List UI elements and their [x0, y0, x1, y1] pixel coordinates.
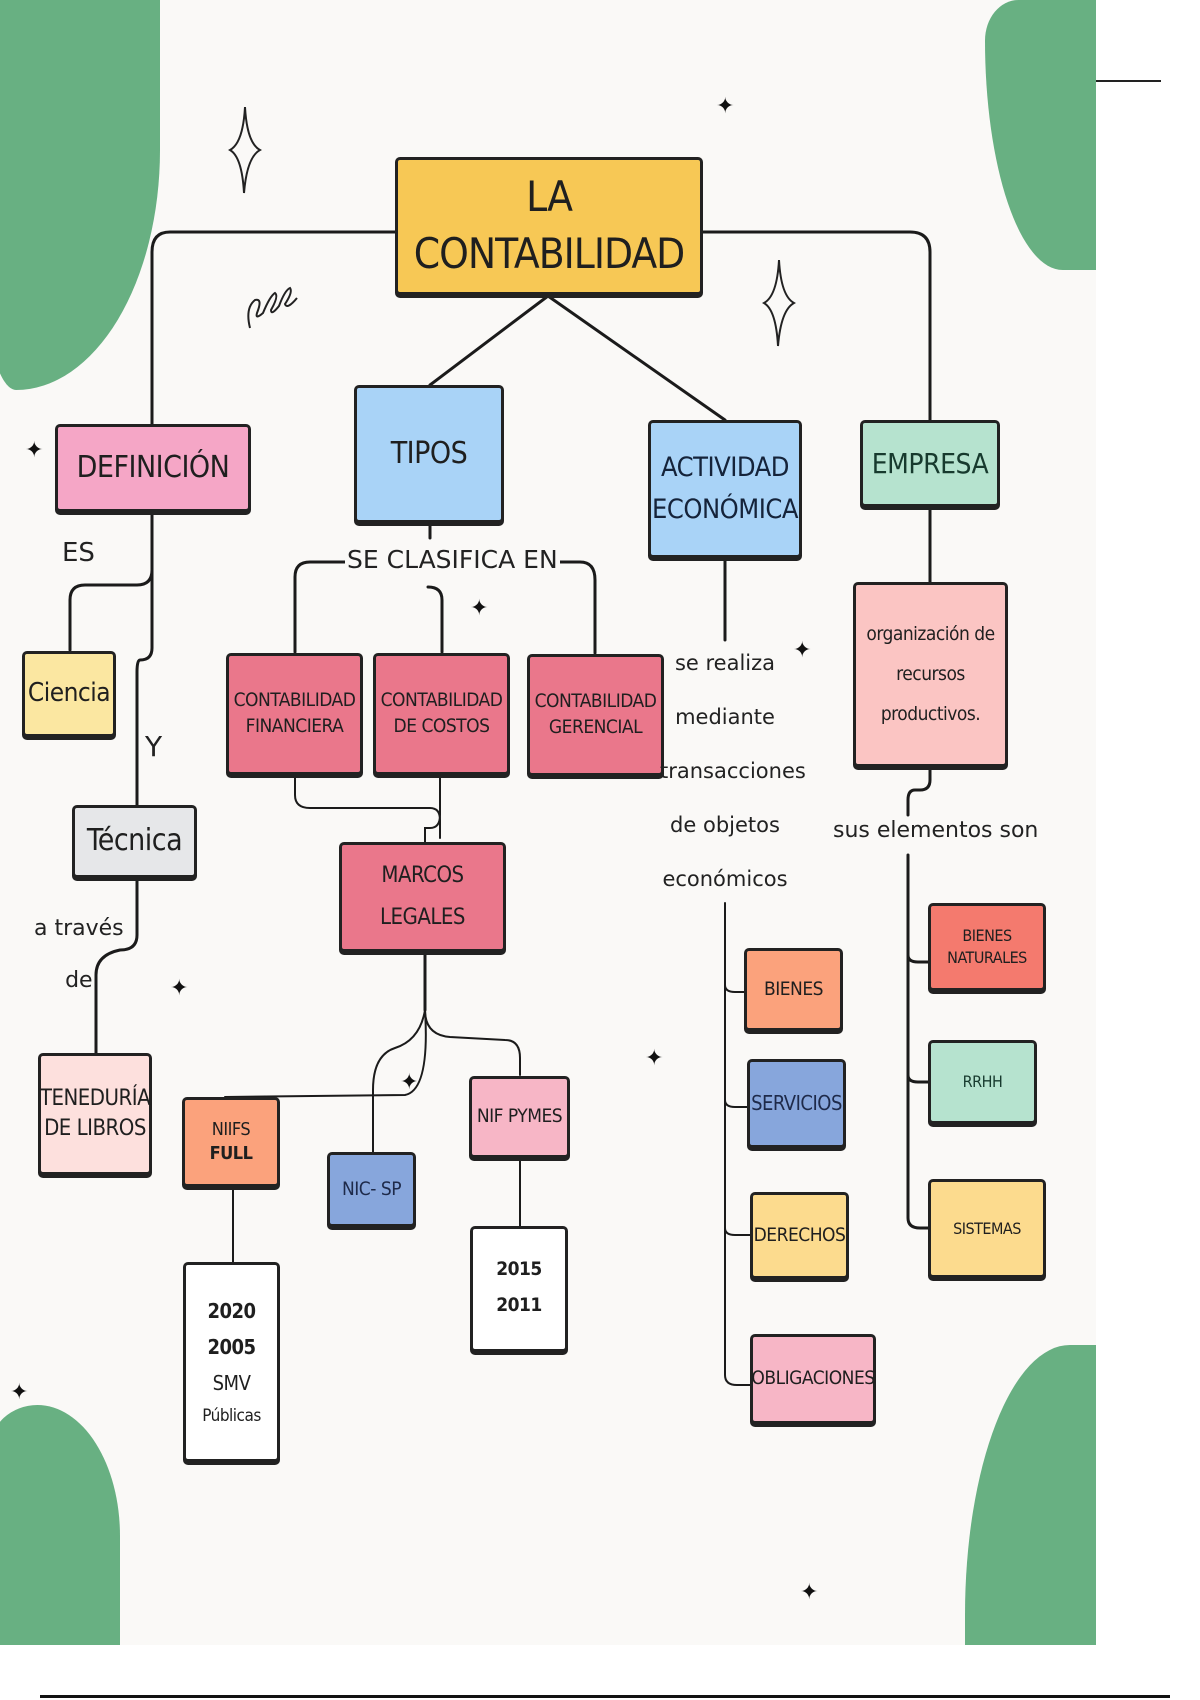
connector-y-label: Y	[145, 730, 163, 763]
niifs-year-2020: 2020	[207, 1298, 256, 1323]
tipos-node: TIPOS	[354, 385, 504, 523]
title-text: LA CONTABILIDAD	[413, 172, 686, 278]
nif-pymes-label: NIF PYMES	[476, 1105, 563, 1128]
obligaciones-node: OBLIGACIONES	[750, 1334, 876, 1424]
star-icon: ✦	[470, 596, 489, 621]
tipo-line-1: CONTABILIDAD	[534, 690, 657, 713]
rrhh-label: RRHH	[962, 1072, 1003, 1092]
connector-lines	[68, 230, 932, 1386]
derechos-node: DERECHOS	[750, 1192, 849, 1279]
footer-rule	[40, 1695, 1170, 1698]
connector-line: transacciones	[660, 759, 806, 783]
teneduria-node: TENEDURÍA DE LIBROS	[38, 1053, 152, 1175]
contabilidad-costos-node: CONTABILIDAD DE COSTOS	[373, 653, 510, 775]
nif-pymes-detail-node: 2015 2011	[470, 1226, 568, 1352]
sparkle-icon	[228, 106, 262, 194]
niifs-publicas: Públicas	[202, 1405, 261, 1426]
derechos-label: DERECHOS	[753, 1223, 846, 1246]
bienes-naturales-line-1: BIENES	[962, 926, 1012, 946]
nif-pymes-node: NIF PYMES	[469, 1076, 570, 1158]
bienes-naturales-node: BIENES NATURALES	[928, 903, 1046, 991]
tipo-line-1: CONTABILIDAD	[233, 689, 356, 712]
sistemas-label: SISTEMAS	[953, 1218, 1021, 1238]
marcos-line-1: MARCOS	[381, 863, 464, 889]
tipo-line-2: GERENCIAL	[548, 716, 643, 738]
connector-es-label: ES	[62, 538, 95, 568]
star-icon: ✦	[10, 1380, 29, 1405]
bienes-naturales-line-2: NATURALES	[947, 948, 1027, 967]
servicios-label: SERVICIOS	[751, 1091, 842, 1115]
nif-pymes-year-2011: 2011	[496, 1294, 542, 1317]
title-node: LA CONTABILIDAD	[395, 157, 703, 295]
bienes-node: BIENES	[744, 948, 843, 1031]
niifs-smv: SMV	[212, 1370, 251, 1395]
definition-line: recursos	[896, 663, 965, 686]
ciencia-label: Ciencia	[27, 678, 111, 709]
definition-line: organización de	[866, 622, 995, 645]
se-clasifica-en-label: SE CLASIFICA EN	[345, 545, 560, 574]
actividad-line-1: ACTIVIDAD	[661, 452, 789, 484]
connector-line: de objetos	[670, 813, 780, 837]
nic-sp-node: NIC- SP	[327, 1152, 416, 1227]
squiggle-icon	[247, 286, 298, 329]
star-icon: ✦	[800, 1580, 819, 1605]
niifs-line-2: FULL	[209, 1143, 253, 1164]
tipo-line-2: DE COSTOS	[393, 715, 490, 737]
connector-line: económicos	[662, 867, 788, 891]
tecnica-label: Técnica	[86, 823, 183, 859]
definicion-label: DEFINICIÓN	[76, 449, 230, 485]
teneduria-line-1: TENEDURÍA	[39, 1086, 151, 1112]
connector-a-traves-label: a través de	[34, 903, 124, 1007]
bienes-label: BIENES	[763, 977, 824, 1000]
actividad-connector-label: se realiza mediante transacciones de obj…	[660, 636, 806, 906]
sparkle-icon	[762, 259, 796, 347]
concept-map-canvas: ✦ ✦ ✦ ✦ ✦ ✦ ✦ ✦ ✦ LA CONTABILIDAD DEFINI…	[0, 0, 1096, 1645]
empresa-label: EMPRESA	[871, 446, 989, 480]
empresa-definition-node: organización de recursos productivos.	[853, 582, 1008, 767]
star-icon: ✦	[793, 638, 812, 663]
tipo-line-1: CONTABILIDAD	[380, 689, 503, 712]
actividad-line-2: ECONÓMICA	[652, 494, 798, 525]
empresa-node: EMPRESA	[860, 420, 1000, 507]
tipos-label: TIPOS	[390, 435, 468, 471]
teneduria-line-2: DE LIBROS	[44, 1116, 146, 1141]
niifs-line-1: NIIFS	[211, 1118, 251, 1140]
definition-line: productivos.	[880, 702, 981, 725]
definicion-node: DEFINICIÓN	[55, 424, 251, 512]
marcos-legales-node: MARCOS LEGALES	[339, 842, 506, 952]
marcos-line-2: LEGALES	[380, 905, 466, 930]
tipo-line-2: FINANCIERA	[245, 715, 344, 737]
actividad-economica-node: ACTIVIDAD ECONÓMICA	[648, 420, 802, 558]
star-icon: ✦	[170, 976, 189, 1001]
connector-de-line: de	[65, 968, 93, 993]
contabilidad-financiera-node: CONTABILIDAD FINANCIERA	[226, 653, 363, 775]
connector-line: mediante	[675, 705, 775, 729]
sistemas-node: SISTEMAS	[928, 1179, 1046, 1278]
connector-line: se realiza	[674, 651, 776, 675]
ciencia-node: Ciencia	[22, 651, 116, 737]
servicios-node: SERVICIOS	[747, 1059, 846, 1148]
obligaciones-label: OBLIGACIONES	[751, 1367, 875, 1390]
niifs-detail-node: 2020 2005 SMV Públicas	[183, 1262, 280, 1462]
star-icon: ✦	[645, 1046, 664, 1071]
nic-sp-label: NIC- SP	[341, 1177, 402, 1200]
star-icon: ✦	[25, 438, 44, 463]
contabilidad-gerencial-node: CONTABILIDAD GERENCIAL	[527, 654, 664, 776]
sus-elementos-son-label: sus elementos son	[833, 818, 1039, 843]
star-icon: ✦	[716, 94, 735, 119]
niifs-full-node: NIIFS FULL	[182, 1097, 280, 1187]
star-icon: ✦	[400, 1070, 419, 1095]
connector-a-traves-line: a través	[34, 916, 124, 941]
tecnica-node: Técnica	[72, 805, 197, 878]
niifs-year-2005: 2005	[207, 1334, 256, 1359]
side-rule	[1096, 80, 1161, 82]
nif-pymes-year-2015: 2015	[496, 1258, 542, 1280]
rrhh-node: RRHH	[928, 1040, 1037, 1124]
